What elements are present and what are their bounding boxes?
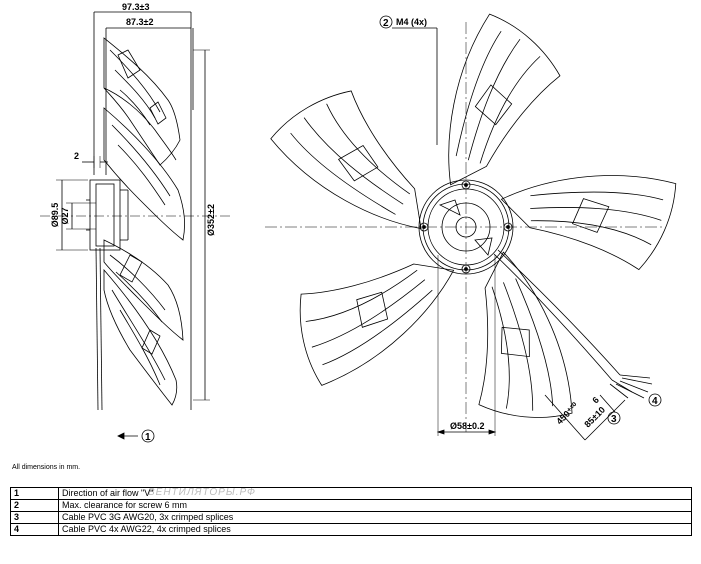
legend-text: Cable PVC 3G AWG20, 3x crimped splices (58, 511, 692, 524)
dim-fan-diameter: Ø352±2 (206, 204, 216, 236)
callout-airflow: 1 (145, 432, 151, 443)
legend-text: Max. clearance for screw 6 mm (58, 499, 692, 512)
thread-label: M4 (4x) (396, 17, 427, 27)
dim-splice-length: 85±10 (582, 405, 607, 430)
dim-screw-clearance: 2 (74, 151, 79, 161)
side-view (40, 11, 230, 443)
fan-blade (448, 13, 561, 186)
legend-number: 3 (10, 511, 59, 524)
legend-number: 1 (10, 487, 59, 500)
units-note: All dimensions in mm. (12, 464, 81, 471)
fan-blade (500, 175, 677, 271)
dim-bolt-circle: Ø58±0.2 (450, 421, 484, 431)
front-view (265, 13, 677, 441)
fan-blade (478, 251, 573, 418)
legend-number: 4 (10, 523, 59, 536)
fan-blade (299, 263, 455, 386)
dim-strip-length: 6 (590, 395, 601, 406)
fan-blade (270, 90, 422, 230)
technical-drawing: 97.3±3 87.3±2 2 Ø89.5 Ø27 Ø352±2 1 2 M4 … (40, 2, 677, 443)
callout-thread: 2 (383, 18, 389, 29)
callout-cable-4x: 4 (652, 396, 658, 407)
dim-cable-length: 450⁺²⁰ (554, 400, 580, 426)
dim-depth: 87.3±2 (126, 17, 153, 27)
legend-text: Direction of air flow "V" (58, 487, 692, 500)
dim-overall-depth: 97.3±3 (122, 2, 149, 12)
dim-shaft-diameter: Ø27 (60, 207, 70, 224)
legend-text: Cable PVC 4x AWG22, 4x crimped splices (58, 523, 692, 536)
callout-cable-3g: 3 (611, 414, 617, 425)
dim-hub-diameter: Ø89.5 (50, 203, 60, 228)
legend-number: 2 (10, 499, 59, 512)
